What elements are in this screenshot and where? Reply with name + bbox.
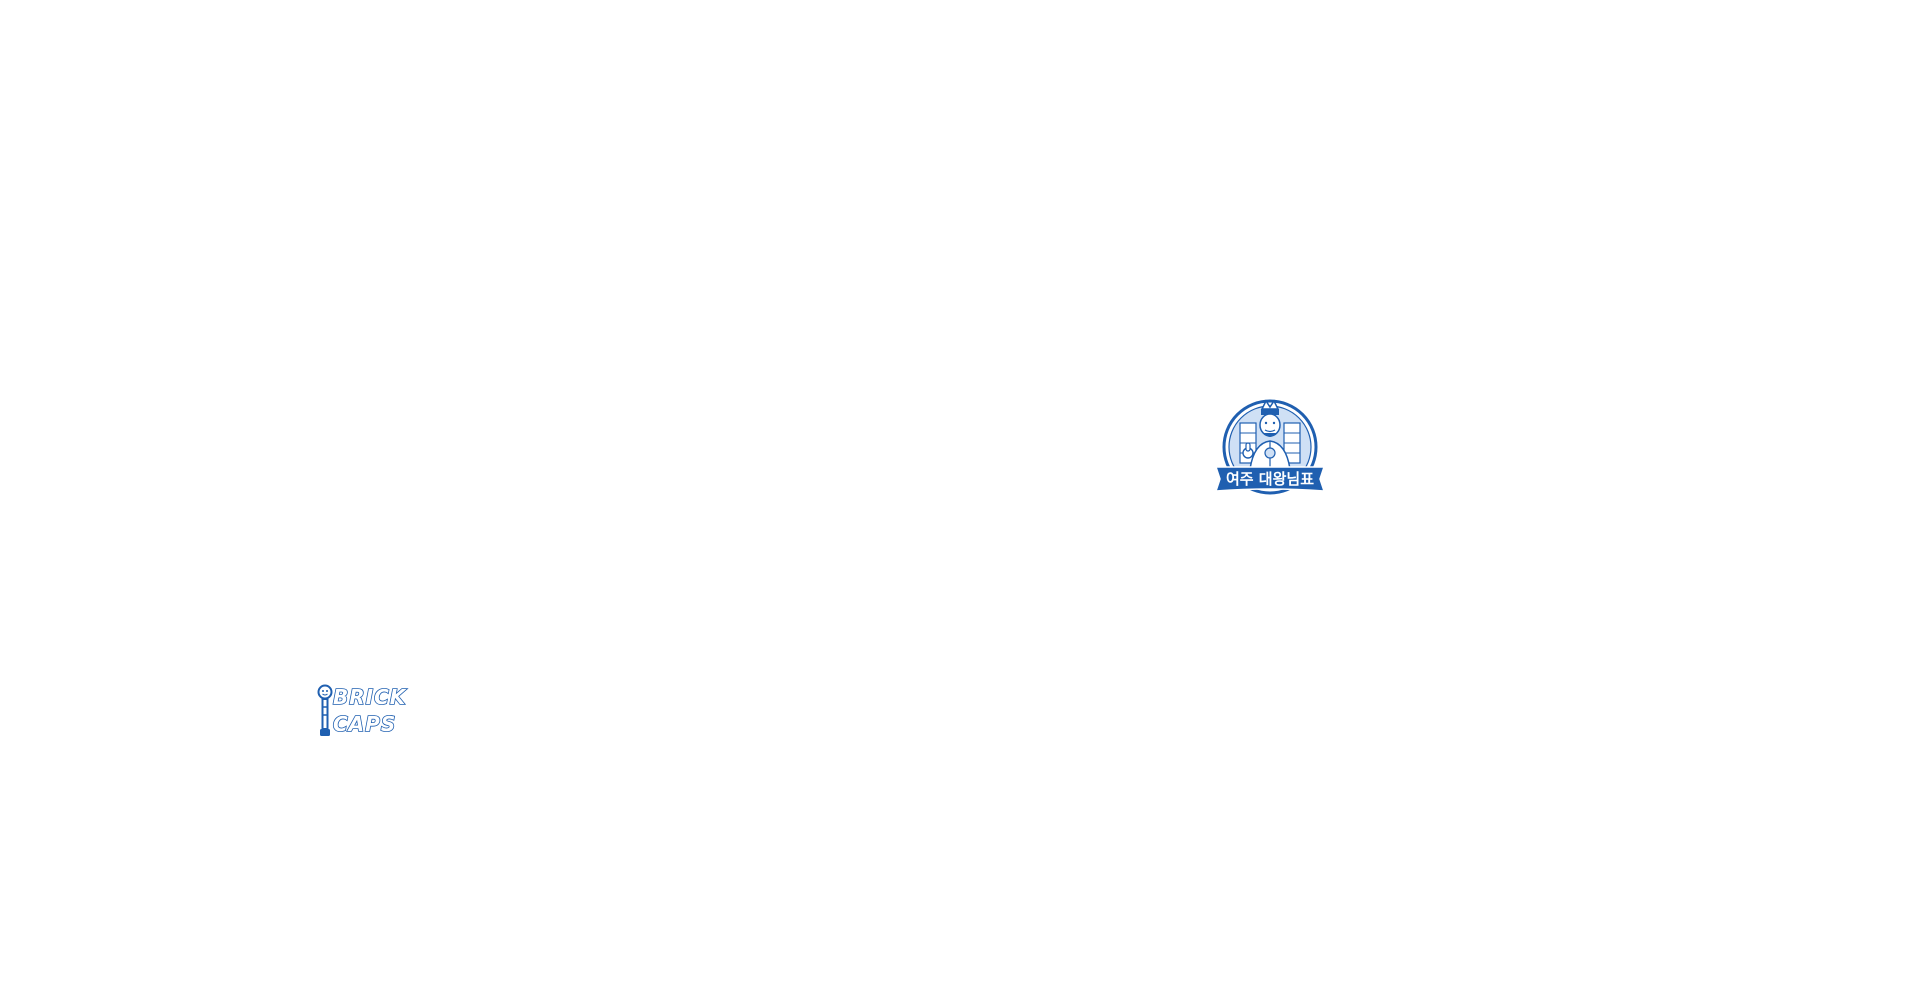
yeoju-emblem-icon: 여주 대왕님표 xyxy=(1214,399,1326,495)
brick-caps-logo[interactable]: BRICK CAPS xyxy=(316,683,412,739)
yeoju-emblem-logo[interactable]: 여주 대왕님표 xyxy=(1210,395,1330,503)
brick-caps-line2: CAPS xyxy=(333,712,396,736)
brick-caps-line1: BRICK xyxy=(333,685,407,709)
yeoju-banner-text: 여주 대왕님표 xyxy=(1226,470,1314,488)
brick-caps-logo-icon: BRICK CAPS xyxy=(317,684,407,737)
